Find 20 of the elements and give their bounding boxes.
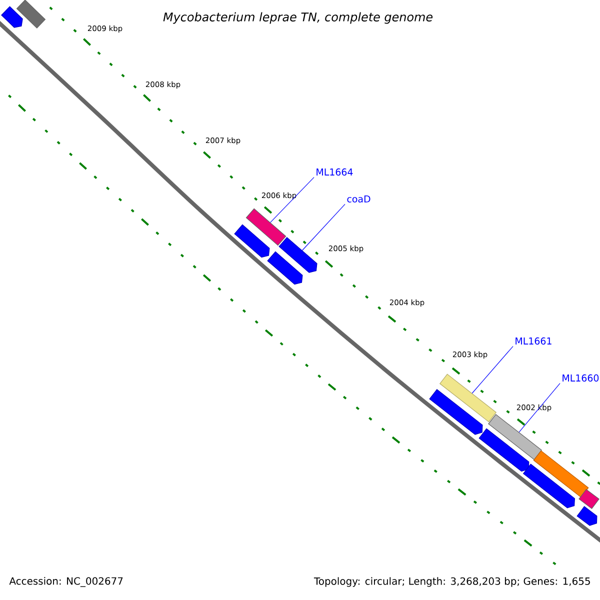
gene-block bbox=[234, 224, 270, 258]
gene-block bbox=[267, 251, 303, 285]
gene-block bbox=[1, 6, 23, 28]
gene-block bbox=[429, 389, 483, 435]
gene-label: ML1661 bbox=[516, 337, 552, 345]
gene-label: coaD bbox=[347, 195, 370, 203]
title: Mycobacterium leprae TN, complete genome bbox=[163, 12, 433, 24]
gene-label: ML1660 bbox=[562, 374, 599, 382]
gene-block bbox=[576, 506, 598, 526]
gene-bar bbox=[16, 0, 46, 28]
leader-line bbox=[302, 204, 346, 251]
leader-line bbox=[518, 382, 560, 432]
leader-line bbox=[270, 176, 314, 223]
gene-label: ML1664 bbox=[316, 168, 353, 176]
gene-block bbox=[522, 464, 575, 508]
info-text: Accession: NC_002677 bbox=[9, 577, 123, 587]
gene-bar bbox=[246, 208, 286, 246]
gene-block bbox=[278, 237, 318, 273]
gene-block bbox=[478, 428, 530, 472]
info-text: Topology: circular; Length: 3,268,203 bp; Genes: 1,655 bbox=[314, 577, 590, 587]
